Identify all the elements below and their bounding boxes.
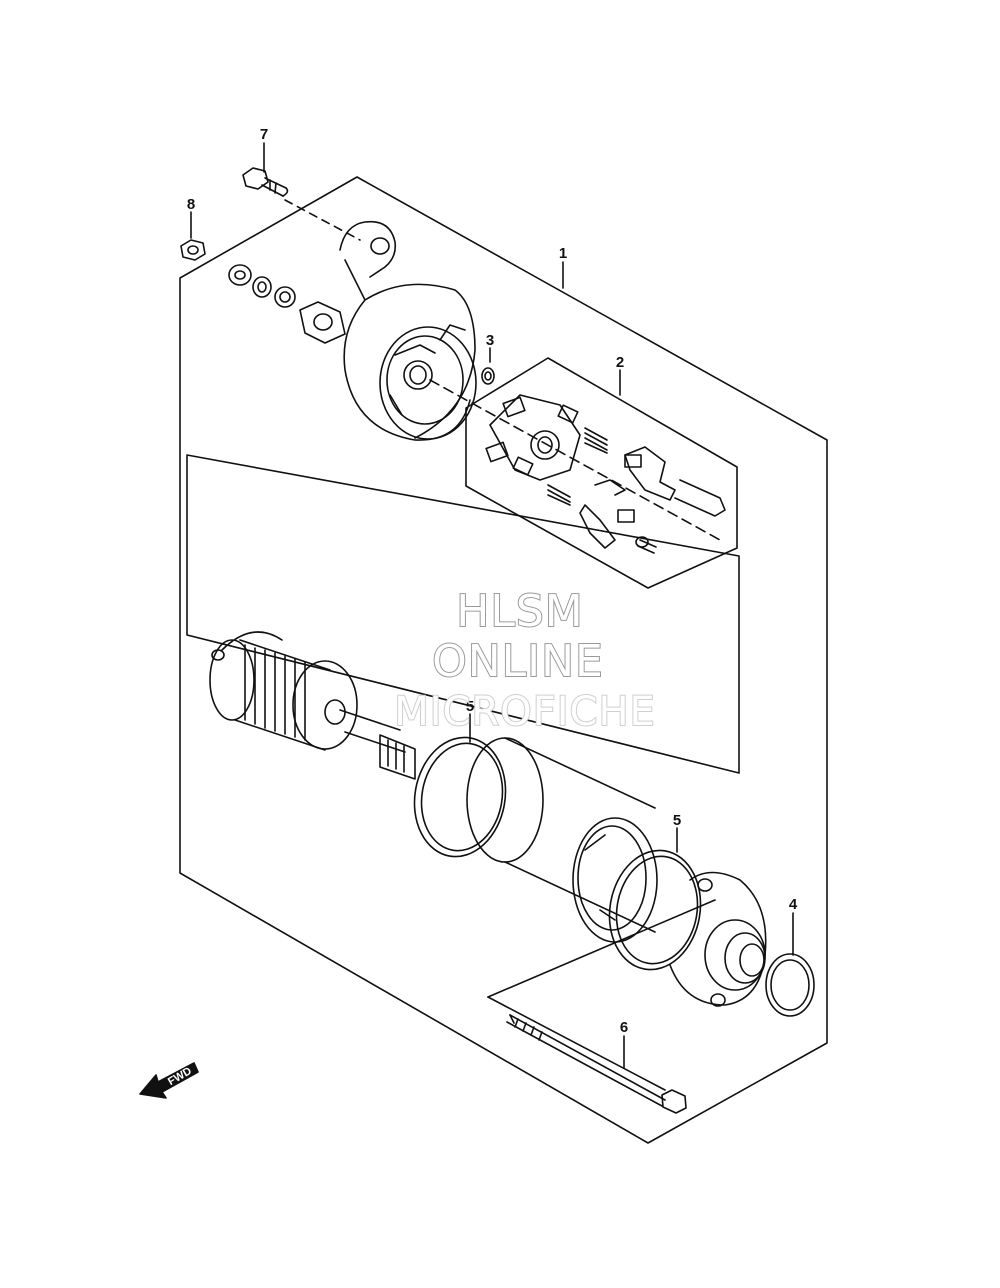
callout-5a: 5 [466,698,474,715]
callout-5b: 5 [673,812,681,829]
oring-5b [608,849,702,971]
fwd-label: FWD [166,1065,194,1088]
front-bracket [339,220,477,441]
bolt-7 [242,167,289,197]
axis-brush [429,379,721,541]
watermark-line2: ONLINE [432,636,604,687]
axis-bolt-6b [487,996,666,1091]
callout-7: 7 [260,126,268,143]
oring-4 [765,953,815,1017]
callout-2: 2 [616,354,624,371]
oring-5a [413,736,507,858]
washer-stack [228,264,346,344]
watermark-line1: HLSM [456,586,584,637]
brush-holder-parts [485,394,726,554]
callout-4: 4 [789,896,798,913]
callout-3: 3 [486,332,494,349]
watermark-line3: MICROFICHE [394,689,656,735]
rear-cover [669,871,767,1007]
axis-front [284,199,361,241]
callout-6: 6 [620,1019,628,1036]
armature-panel [186,454,740,774]
nut-8 [180,239,206,261]
callout-1: 1 [559,245,567,262]
fwd-arrow-icon [139,1062,199,1099]
axis-bolt-6 [487,899,716,998]
callout-8: 8 [187,196,195,213]
through-bolt-6 [506,1014,687,1114]
brush-holder-2-boundary [465,357,738,589]
oring-3 [481,367,495,385]
yoke-housing [466,737,658,943]
armature [209,631,416,780]
assembly-1-boundary [179,176,828,1144]
